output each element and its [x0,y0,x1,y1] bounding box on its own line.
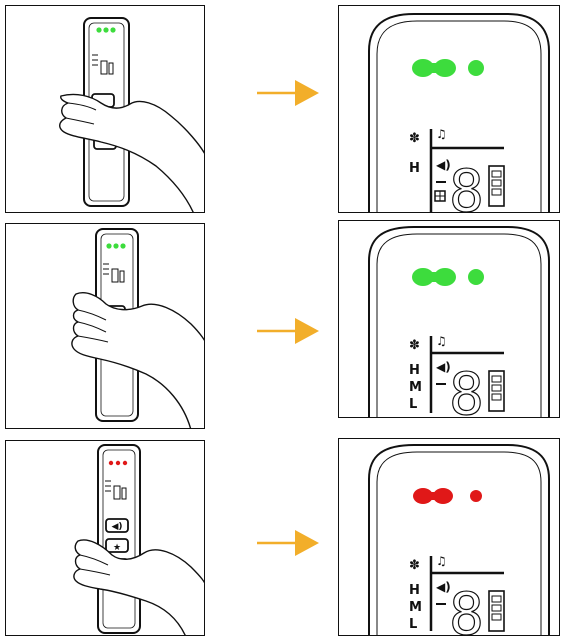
level-low-label: L [409,397,417,412]
status-led [108,460,114,466]
svg-text:★: ★ [113,543,121,553]
level-high-label: H [409,583,420,598]
display-panel-row-1: ✽ ♫ H ◀) 8 [338,5,560,213]
sound-icon: ◀) [436,580,451,594]
led-indicator-large [412,59,484,77]
arrow-right-icon [257,318,319,344]
battery-icon [488,590,505,632]
arrow-right-icon [257,530,319,556]
mini-display [92,54,114,75]
segment-digit: 8 [449,360,484,418]
hand-illustration [59,93,204,212]
segment-digit: 8 [449,157,484,213]
remote-panel-row-1: ★ [5,5,205,213]
battery-icon [488,165,505,207]
level-low-label: L [409,617,417,632]
display-closeup: ✽ ♫ H M L ◀) 8 [368,226,550,418]
mode-icon: ♫ [436,127,447,141]
led-indicator-large [413,488,482,504]
fan-icon: ✽ [409,558,420,573]
fan-icon: ✽ [409,338,420,353]
level-medium-label: M [409,600,422,615]
segment-digit: 8 [449,580,484,636]
level-high-label: H [409,363,420,378]
status-led [106,243,112,249]
status-led [113,243,119,249]
remote-panel-row-3: ◀) ★ [5,440,205,636]
status-led [115,460,121,466]
display-panel-row-3: ✽ ♫ H M L ◀) 8 [338,438,560,636]
display-closeup: ✽ ♫ H ◀) 8 [368,13,550,213]
remote-illustration: ★ [59,17,204,212]
display-panel-row-2: ✽ ♫ H M L ◀) 8 [338,220,560,418]
sound-icon: ◀) [436,158,451,172]
status-led [96,27,102,33]
remote-illustration: ◀) [71,228,204,428]
mode-icon: ♫ [436,334,447,348]
remote-panel-row-2: ◀) [5,223,205,429]
status-led [110,27,116,33]
status-led [103,27,109,33]
remote-button-1 [105,518,129,533]
level-high-label: H [409,161,420,176]
remote-illustration: ◀) ★ [73,444,204,635]
level-medium-label: M [409,380,422,395]
remote-button-2 [105,538,129,553]
display-closeup: ✽ ♫ H M L ◀) 8 [368,444,550,636]
mode-icon: ♫ [436,554,447,568]
sound-icon: ◀) [436,360,451,374]
led-indicator-large [412,268,484,286]
status-led [120,243,126,249]
battery-icon [488,370,505,412]
fan-icon: ✽ [409,131,420,146]
status-led [122,460,128,466]
arrow-right-icon [257,80,319,106]
svg-text:◀): ◀) [111,522,122,532]
hand-illustration [71,292,204,428]
